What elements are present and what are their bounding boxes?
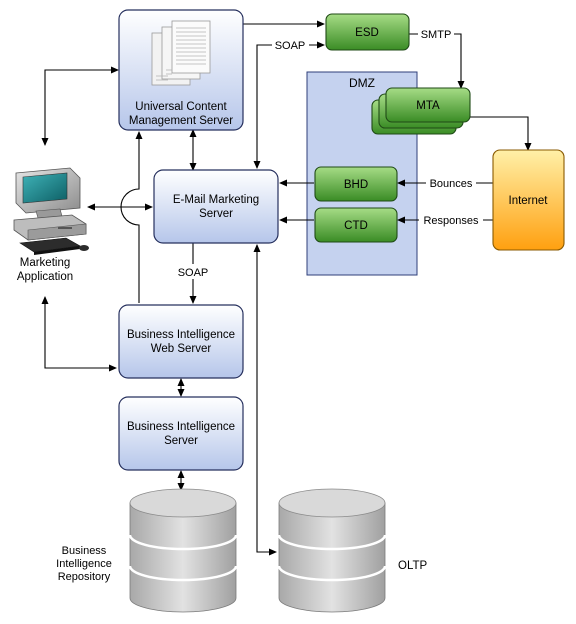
edge-mta-internet	[470, 116, 532, 151]
edge-labels: SOAP SMTP Bounces Responses SOAP	[174, 26, 483, 279]
email-marketing-label-2: Server	[199, 208, 233, 220]
edge-label-bounces: Bounces	[430, 178, 473, 190]
esd-node[interactable]: ESD	[325, 13, 410, 51]
documents-icon	[151, 20, 211, 86]
edge-label-responses: Responses	[423, 215, 479, 227]
database-icon	[277, 488, 387, 613]
oltp-node[interactable]: OLTP	[277, 488, 428, 613]
bi-web-server-label-1: Business Intelligence	[127, 329, 235, 341]
mta-node[interactable]: MTA	[371, 87, 471, 135]
edge-biweb-ucm	[120, 131, 143, 303]
email-marketing-label-1: E-Mail Marketing	[173, 194, 259, 206]
marketing-application-label-1: Marketing	[20, 257, 71, 269]
oltp-label: OLTP	[398, 560, 428, 572]
edge-app-ucm	[41, 66, 119, 146]
bi-server-label-2: Server	[164, 435, 198, 447]
database-icon	[128, 488, 238, 613]
esd-label: ESD	[355, 27, 379, 39]
edge-label-smtp: SMTP	[421, 29, 452, 41]
marketing-application-label-2: Application	[17, 271, 73, 283]
internet-label: Internet	[509, 195, 549, 207]
ctd-label: CTD	[344, 220, 368, 232]
bhd-label: BHD	[344, 179, 368, 191]
bi-repository-label-2: Intelligence	[56, 558, 112, 570]
computer-icon	[13, 167, 89, 255]
bi-repository-label-1: Business	[62, 545, 107, 557]
bi-server-node[interactable]: Business Intelligence Server	[118, 396, 244, 471]
bi-repository-label-3: Repository	[58, 571, 111, 583]
ucm-server-node[interactable]: Universal Content Management Server	[118, 9, 244, 131]
bhd-node[interactable]: BHD	[314, 166, 398, 202]
mta-label: MTA	[416, 100, 440, 112]
bi-web-server-node[interactable]: Business Intelligence Web Server	[118, 304, 244, 379]
marketing-application-node[interactable]: Marketing Application	[13, 167, 89, 283]
edge-label-soap-top: SOAP	[275, 40, 306, 52]
edge-label-soap-mid: SOAP	[178, 267, 209, 279]
ucm-server-label-2: Management Server	[129, 115, 233, 127]
dmz-label: DMZ	[349, 76, 375, 90]
edge-app-biweb	[41, 296, 117, 372]
internet-node[interactable]: Internet	[492, 149, 565, 251]
ctd-node[interactable]: CTD	[314, 207, 398, 243]
bi-server-label-1: Business Intelligence	[127, 421, 235, 433]
ucm-server-label-1: Universal Content	[135, 101, 227, 113]
email-marketing-server-node[interactable]: E-Mail Marketing Server	[153, 169, 279, 244]
bi-repository-node[interactable]: Business Intelligence Repository	[56, 488, 238, 613]
bi-web-server-label-2: Web Server	[151, 343, 212, 355]
edge-emm-oltp	[253, 244, 277, 556]
